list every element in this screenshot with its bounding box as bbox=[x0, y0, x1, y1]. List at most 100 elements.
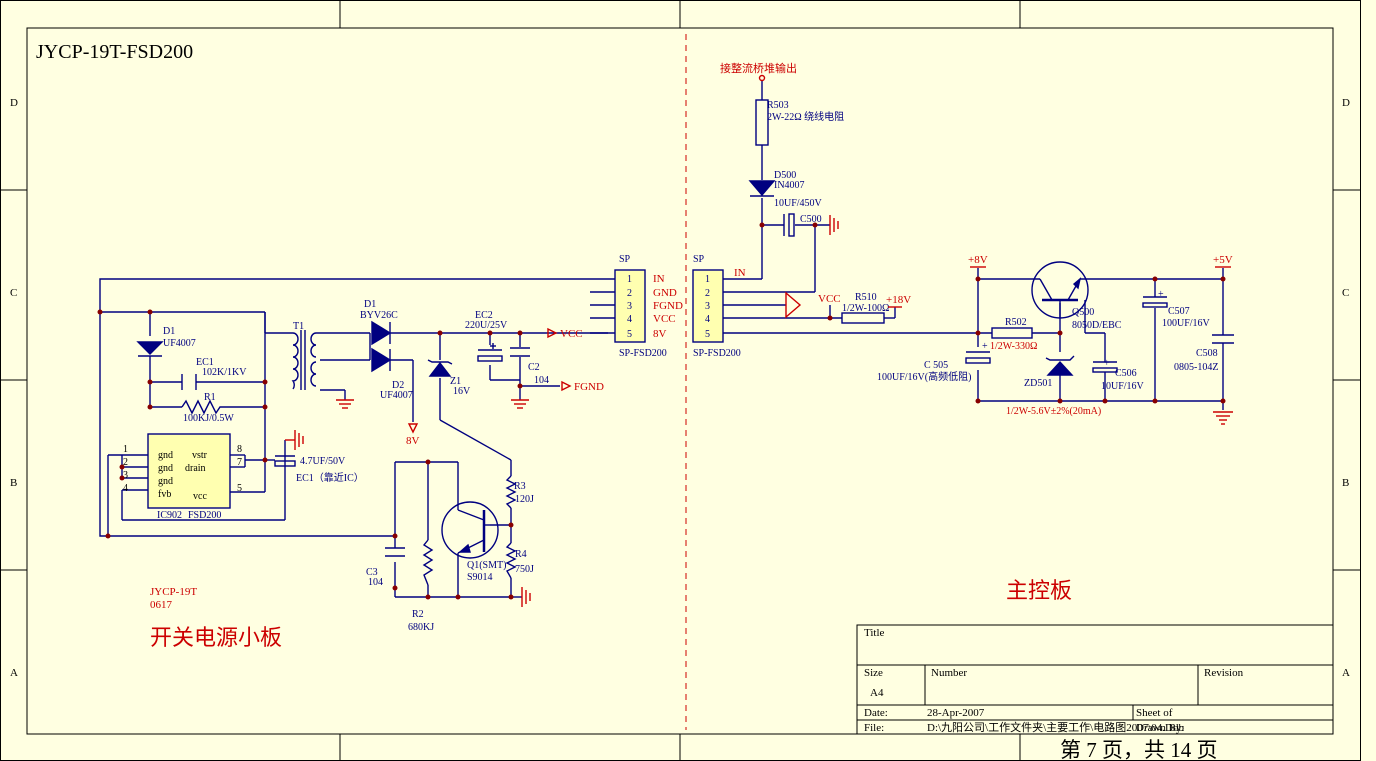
capacitor-c506 bbox=[1092, 361, 1118, 373]
ic-pin-number: 8 bbox=[237, 444, 242, 455]
c505-value: 100UF/16V(高频低阻) bbox=[877, 370, 971, 383]
ground-symbol-ec1b bbox=[285, 430, 304, 450]
t1-name: T1 bbox=[293, 321, 304, 332]
ground-symbol-right bbox=[1213, 411, 1233, 425]
board-label-right: 主控板 bbox=[1006, 578, 1072, 603]
zone-label-d-left: D bbox=[10, 97, 18, 109]
net-8v-arrow bbox=[407, 423, 419, 434]
ic902-value: FSD200 bbox=[188, 510, 221, 521]
input-note: 接整流桥堆输出 bbox=[720, 61, 797, 75]
revision-label: Revision bbox=[1204, 667, 1244, 679]
c507-plus: + bbox=[1158, 289, 1164, 300]
resistor-r503 bbox=[755, 99, 769, 146]
net-fgnd-arrow bbox=[561, 380, 572, 392]
zone-label-b-right: B bbox=[1342, 477, 1349, 489]
title-block-frame bbox=[856, 624, 1334, 735]
c3-value: 104 bbox=[368, 577, 383, 588]
file-value: D:\九阳公司\工作文件夹\主要工作\电路图2007\04.Ddb bbox=[927, 720, 1184, 734]
ic-pin-number: 3 bbox=[123, 470, 128, 481]
model-note-2: 0617 bbox=[150, 599, 173, 611]
connector-left-pin: 2 bbox=[627, 288, 632, 299]
d1b-name: D1 bbox=[364, 299, 376, 310]
resistor-r3 bbox=[505, 475, 517, 509]
sheet-title-code: JYCP-19T-FSD200 bbox=[36, 41, 193, 63]
d2-name: D2 bbox=[392, 380, 404, 391]
capacitor-c3 bbox=[385, 547, 405, 557]
zone-label-d-right: D bbox=[1342, 97, 1350, 109]
ic-pin-name: gnd bbox=[158, 463, 173, 474]
ec2-value: 220U/25V bbox=[465, 320, 508, 331]
d500-value: IN4007 bbox=[774, 180, 805, 191]
transistor-q500 bbox=[1031, 261, 1089, 319]
r4-name: R4 bbox=[515, 549, 527, 560]
net-8v-label: 8V bbox=[406, 435, 420, 447]
page-footer: 第 7 页，共 14 页 bbox=[1060, 738, 1218, 761]
c507-value: 100UF/16V bbox=[1162, 318, 1211, 329]
c500-value: 10UF/450V bbox=[774, 198, 823, 209]
capacitor-ec2 bbox=[477, 343, 503, 362]
size-value: A4 bbox=[870, 687, 884, 699]
r510-name: R510 bbox=[855, 292, 877, 303]
resistor-r502 bbox=[991, 327, 1033, 339]
connector-left-signal: 8V bbox=[653, 328, 667, 340]
ground-symbol-c500 bbox=[829, 215, 839, 235]
c2-name: C2 bbox=[528, 362, 540, 373]
connector-left-pin: 3 bbox=[627, 301, 632, 312]
zone-labels: D C B A D C B A bbox=[10, 97, 1350, 679]
transformer-t1 bbox=[291, 330, 317, 390]
connector-left-signal: GND bbox=[653, 287, 677, 299]
connector-right-body bbox=[692, 269, 724, 343]
zone-label-b-left: B bbox=[10, 477, 17, 489]
connector-left-ref: SP bbox=[619, 254, 631, 265]
ec1b-value: 4.7UF/50V bbox=[300, 456, 346, 467]
connector-left-pin: 5 bbox=[627, 329, 632, 340]
zd501-name: ZD501 bbox=[1024, 378, 1052, 389]
c508-name: C508 bbox=[1196, 348, 1218, 359]
connector-left-signal: IN bbox=[653, 273, 665, 285]
ic-pin-number: 2 bbox=[123, 457, 128, 468]
ic902-pin-names-left: gnd gnd gnd fvb bbox=[158, 450, 173, 500]
connector-right-pin: 2 bbox=[705, 288, 710, 299]
c500-name: C500 bbox=[800, 214, 822, 225]
q500-name: Q500 bbox=[1072, 307, 1094, 318]
c508-value: 0805-104Z bbox=[1174, 362, 1218, 373]
right-wires bbox=[723, 80, 1224, 410]
input-terminal bbox=[758, 74, 766, 82]
ic902-body bbox=[147, 433, 231, 509]
ic-pin-number: 4 bbox=[123, 483, 128, 494]
q500-value: 8050D/EBC bbox=[1072, 320, 1122, 331]
diode-d1-uf4007 bbox=[136, 341, 164, 357]
z1-value: 16V bbox=[453, 386, 471, 397]
connector-right-pin: 1 bbox=[705, 274, 710, 285]
d1b-value: BYV26C bbox=[360, 310, 398, 321]
ic-pin-name: fvb bbox=[158, 489, 171, 500]
zone-label-a-left: A bbox=[10, 667, 18, 679]
resistor-r4 bbox=[505, 542, 517, 579]
r1-name: R1 bbox=[204, 392, 216, 403]
d1-value: UF4007 bbox=[163, 338, 196, 349]
r4-value: 750J bbox=[515, 564, 534, 575]
capacitor-c2 bbox=[510, 347, 530, 357]
capacitor-c505 bbox=[965, 351, 991, 364]
r3-name: R3 bbox=[514, 481, 526, 492]
capacitor-c508 bbox=[1212, 334, 1234, 344]
c506-name: C506 bbox=[1115, 368, 1137, 379]
capacitor-c507 bbox=[1142, 296, 1168, 308]
sheet-label: Sheet of bbox=[1136, 707, 1173, 719]
c2-value: 104 bbox=[534, 375, 549, 386]
ic-pin-number: 1 bbox=[123, 444, 128, 455]
number-label: Number bbox=[931, 667, 967, 679]
title-block-text: Title Size A4 Number Revision Date: 28-A… bbox=[864, 627, 1244, 734]
capacitor-ec1-4u7 bbox=[274, 455, 296, 467]
net-fgnd-label: FGND bbox=[574, 381, 604, 393]
resistor-r510 bbox=[841, 312, 885, 324]
connector-right-pin: 3 bbox=[705, 301, 710, 312]
q1-value: S9014 bbox=[467, 572, 493, 583]
connector-left-signals: IN GND FGND VCC 8V bbox=[653, 273, 683, 340]
zone-label-a-right: A bbox=[1342, 667, 1350, 679]
connector-right-pins: 1 2 3 4 5 bbox=[705, 274, 710, 340]
d1-name: D1 bbox=[163, 326, 175, 337]
d500-name: D500 bbox=[774, 170, 796, 181]
